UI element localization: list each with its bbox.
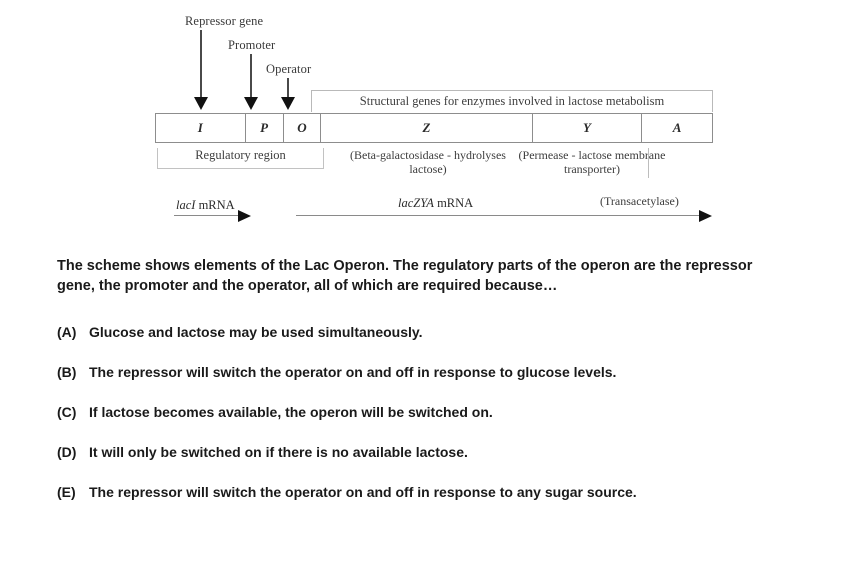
gene-description-y: (Permease - lactose membrane transporter… [518,148,666,176]
arrow-line [296,215,701,216]
gene-cell-p: P [246,114,284,142]
gene-description-a: (Transacetylase) [600,194,679,208]
callout-label-operator: Operator [266,62,312,76]
answer-option-b-text: The repressor will switch the operator o… [89,364,617,380]
answer-option-a-text: Glucose and lactose may be used simultan… [89,324,423,340]
callout-arrow-repressor-gene [194,30,208,112]
answer-option-c[interactable]: (C) If lactose becomes available, the op… [57,402,817,422]
answer-option-e-letter: (E) [57,484,76,500]
laci-mrna-gene-name: lacI [176,198,196,212]
regulatory-region-bracket: Regulatory region [157,148,324,169]
answer-option-b[interactable]: (B) The repressor will switch the operat… [57,362,817,382]
gene-cell-z: Z [321,114,533,142]
arrow-head-down-icon [281,97,295,110]
laczya-mrna-gene-name: lacZYA [398,196,434,210]
laci-mrna-arrow [174,210,252,222]
arrow-stem [250,54,252,99]
callout-arrow-operator [281,78,295,112]
arrow-head-right-icon [238,210,251,222]
laci-mrna-label: lacI mRNA [176,198,235,213]
laczya-mrna-arrow [296,210,713,222]
gene-map-table: I P O Z Y A [155,113,713,143]
answer-options-list: (A) Glucose and lactose may be used simu… [57,322,817,522]
arrow-stem [200,30,202,99]
answer-option-e[interactable]: (E) The repressor will switch the operat… [57,482,817,502]
arrow-head-right-icon [699,210,712,222]
regulatory-region-label: Regulatory region [195,148,286,162]
question-stem: The scheme shows elements of the Lac Ope… [57,258,753,294]
laczya-mrna-label: lacZYA mRNA [398,196,473,211]
gene-description-z: (Beta-galactosidase - hydrolyses lactose… [350,148,506,176]
gene-cell-a: A [672,120,682,135]
structural-genes-label: Structural genes for enzymes involved in… [359,94,665,108]
answer-option-d-text: It will only be switched on if there is … [89,444,468,460]
structural-genes-bracket: Structural genes for enzymes involved in… [311,90,713,112]
callout-label-repressor-gene: Repressor gene [185,14,264,28]
answer-option-e-text: The repressor will switch the operator o… [89,484,637,500]
answer-option-c-letter: (C) [57,404,77,420]
arrow-line [174,215,240,216]
arrow-head-down-icon [194,97,208,110]
callout-arrow-promoter [244,54,258,112]
answer-option-a-letter: (A) [57,324,77,340]
arrow-head-down-icon [244,97,258,110]
gene-a-divider [648,148,649,178]
gene-cell-y: Y [533,114,643,142]
answer-option-c-text: If lactose becomes available, the operon… [89,404,493,420]
gene-cell-i: I [156,114,246,142]
laci-mrna-suffix: mRNA [195,198,235,212]
gene-cell-o: O [284,114,322,142]
answer-option-d[interactable]: (D) It will only be switched on if there… [57,442,817,462]
lac-operon-diagram: Repressor gene Promoter Operator Structu… [0,0,848,240]
answer-option-b-letter: (B) [57,364,77,380]
answer-option-a[interactable]: (A) Glucose and lactose may be used simu… [57,322,817,342]
answer-option-d-letter: (D) [57,444,77,460]
laczya-mrna-suffix: mRNA [433,196,474,210]
callout-label-promoter: Promoter [228,38,276,52]
arrow-stem [287,78,289,99]
